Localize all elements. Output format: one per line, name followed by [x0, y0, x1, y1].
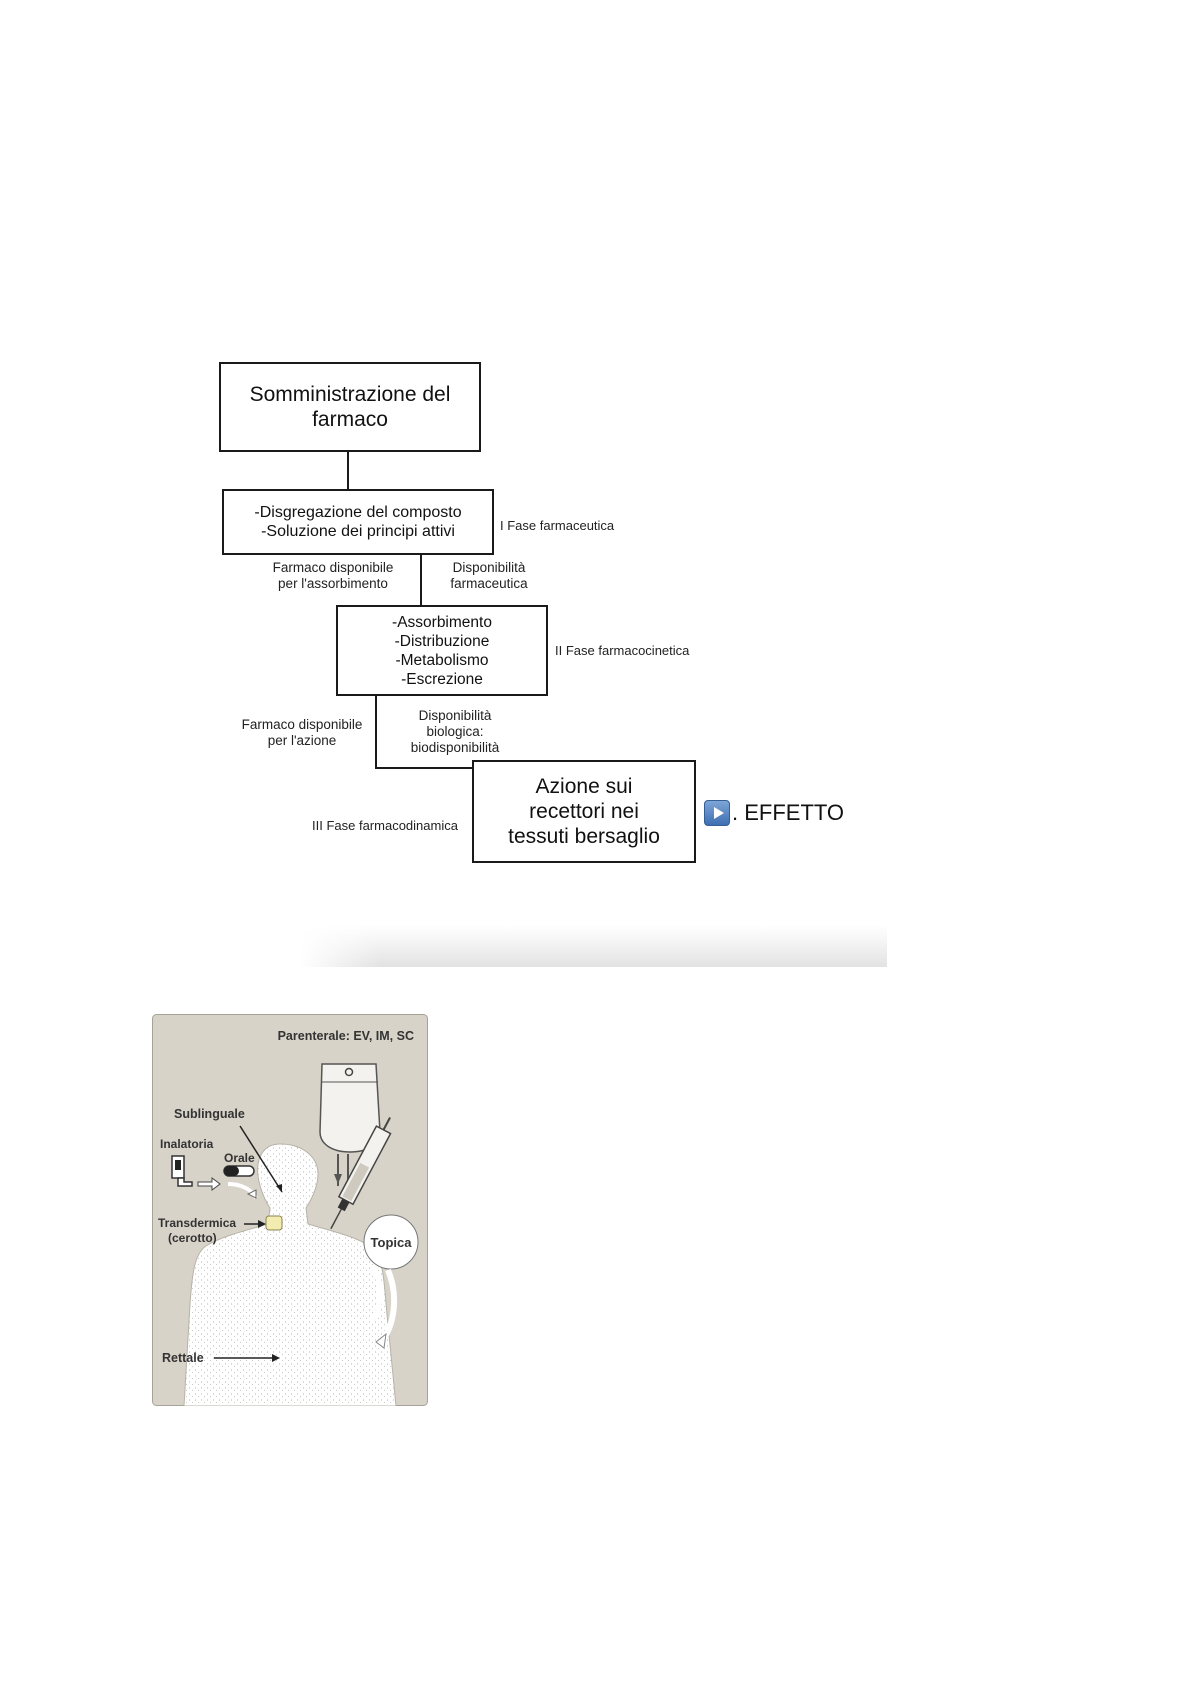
label-left1-line2: per l'assorbimento — [278, 576, 388, 591]
label-right1: Disponibilità farmaceutica — [434, 560, 544, 592]
connector-2 — [420, 555, 422, 605]
box2-line1: -Disgregazione del composto — [254, 504, 462, 521]
box3-line3: -Metabolismo — [395, 651, 489, 669]
label-rettale: Rettale — [162, 1351, 204, 1365]
play-button-icon — [704, 800, 730, 826]
divider-strip — [300, 925, 887, 967]
label-right2-line1: Disponibilità — [418, 708, 492, 723]
label-orale: Orale — [224, 1151, 255, 1165]
box1-line2: farmaco — [312, 408, 388, 431]
box3-line2: -Distribuzione — [394, 632, 490, 650]
phase2-label: II Fase farmacocinetica — [555, 643, 690, 658]
label-sublinguale: Sublinguale — [174, 1107, 245, 1121]
label-parenterale: Parenterale: EV, IM, SC — [278, 1029, 414, 1043]
label-right2-line2: biologica: — [426, 724, 484, 739]
box2-line2: -Soluzione dei principi attivi — [261, 523, 455, 540]
box-somministrazione: Somministrazione del farmaco — [219, 362, 481, 452]
effect-label: . EFFETTO — [732, 800, 845, 825]
label-left2-line2: per l'azione — [267, 733, 337, 748]
body-silhouette — [183, 1143, 397, 1406]
inhaler-arrow-icon — [197, 1177, 221, 1191]
pill-icon — [223, 1165, 255, 1177]
label-transdermica: Transdermica — [158, 1216, 236, 1230]
label-cerotto: (cerotto) — [168, 1231, 217, 1245]
box-fase-farmaceutica: -Disgregazione del composto -Soluzione d… — [222, 489, 494, 555]
label-right2-line3: biodisponibilità — [410, 740, 500, 755]
label-left1-line1: Farmaco disponibile — [272, 560, 394, 575]
inhaler-icon — [171, 1155, 193, 1187]
box1-line1: Somministrazione del — [249, 383, 451, 406]
label-left1: Farmaco disponibile per l'assorbimento — [263, 560, 403, 592]
label-topica: Topica — [371, 1235, 413, 1250]
topical-circle — [363, 1214, 419, 1270]
box4-line1: Azione sui — [535, 775, 633, 798]
box-fase-farmacocinetica: -Assorbimento -Distribuzione -Metabolism… — [336, 605, 548, 696]
administration-routes-illustration: Parenterale: EV, IM, SC Sublinguale Inal… — [152, 1014, 428, 1406]
box-fase-farmacodinamica: Azione sui recettori nei tessuti bersagl… — [472, 760, 696, 863]
patch-icon — [265, 1215, 283, 1231]
connector-3-horizontal — [375, 767, 473, 769]
box3-line1: -Assorbimento — [392, 613, 492, 631]
box4-line3: tessuti bersaglio — [508, 825, 660, 848]
syringe-icon — [330, 1117, 392, 1230]
connector-1 — [347, 452, 349, 490]
label-left2: Farmaco disponibile per l'azione — [232, 717, 372, 749]
box3-line4: -Escrezione — [401, 670, 483, 688]
label-left2-line1: Farmaco disponibile — [241, 717, 363, 732]
connector-3-vertical — [375, 696, 377, 768]
box4-line2: recettori nei — [529, 800, 639, 823]
phase1-label: I Fase farmaceutica — [500, 518, 615, 533]
phase3-label: III Fase farmacodinamica — [312, 818, 458, 833]
sublingual-pointer — [239, 1125, 283, 1193]
label-right2: Disponibilità biologica: biodisponibilit… — [400, 708, 510, 756]
label-right1-line2: farmaceutica — [450, 576, 528, 591]
label-right1-line1: Disponibilità — [452, 560, 526, 575]
label-inalatoria: Inalatoria — [160, 1137, 214, 1151]
